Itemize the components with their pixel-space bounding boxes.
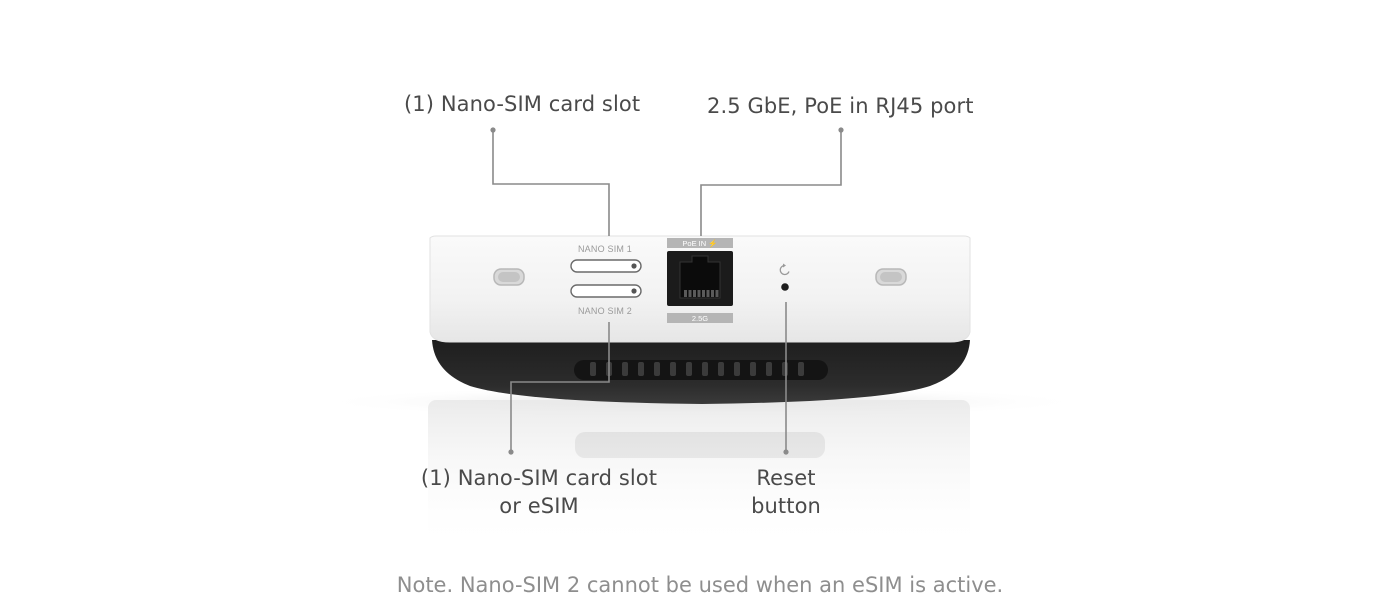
- nano-sim-2-ejector: [631, 288, 637, 294]
- leader-line-sim-bottom: [510, 322, 610, 452]
- callout-reset-line1: Reset: [756, 466, 816, 490]
- speed-text: 2.5G: [692, 314, 708, 323]
- reset-icon: [779, 264, 790, 276]
- footnote: Note. Nano-SIM 2 cannot be used when an …: [396, 573, 1004, 597]
- leader-endpoints: [490, 127, 844, 455]
- callout-sim-slot-bottom: (1) Nano-SIM card slot or eSIM: [405, 464, 673, 520]
- nano-sim-2-text: NANO SIM 2: [578, 306, 632, 316]
- leader-line-rj45: [700, 130, 842, 236]
- poe-label-plate: [667, 238, 733, 248]
- nano-sim-1-text: NANO SIM 1: [578, 244, 632, 254]
- speed-label-plate: [667, 313, 733, 323]
- callout-rj45-port: 2.5 GbE, PoE in RJ45 port: [707, 94, 974, 118]
- leader-lines: [492, 130, 842, 452]
- rj45-port: PoE IN ⚡ 2.5G: [667, 238, 733, 323]
- device-reflection: [428, 400, 970, 550]
- nano-sim-1-ejector: [631, 263, 637, 269]
- reset-pinhole: [781, 283, 789, 291]
- poe-in-text: PoE IN ⚡: [682, 239, 717, 248]
- callout-sim-slot-top: (1) Nano-SIM card slot: [404, 92, 641, 116]
- callout-reset-button: Reset button: [726, 464, 846, 520]
- nano-sim-2-slot: [570, 284, 642, 298]
- reflection-vents: [575, 432, 825, 458]
- nano-sim-1-slot: [570, 259, 642, 273]
- device-vents: [574, 360, 828, 380]
- callout-sim-slot-bottom-line1: (1) Nano-SIM card slot: [420, 466, 658, 490]
- callout-reset-line2: button: [751, 494, 821, 518]
- nano-sim-slots: NANO SIM 1 NANO SIM 2: [570, 244, 642, 316]
- callout-sim-slot-bottom-line2: or eSIM: [499, 494, 579, 518]
- leader-line-sim-top: [492, 130, 610, 236]
- reset-button: [779, 263, 790, 291]
